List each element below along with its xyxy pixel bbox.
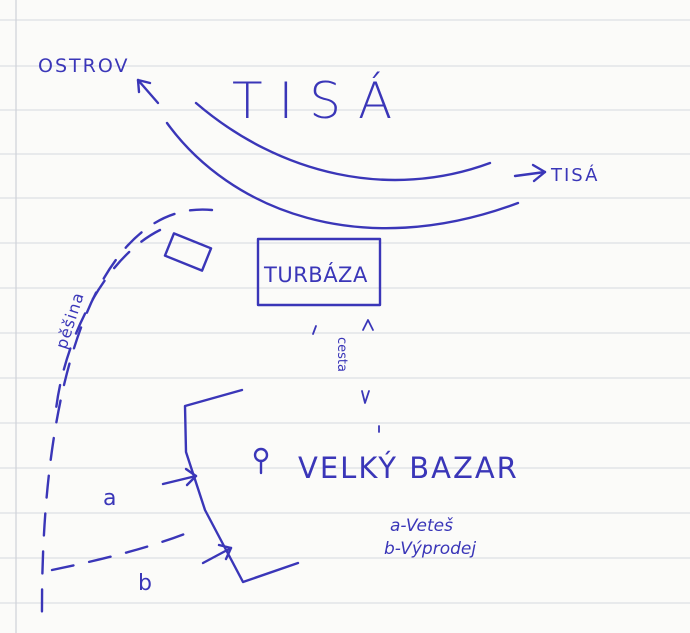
tisa-title: TISÁ — [232, 71, 408, 130]
turbaza-box — [256, 237, 382, 307]
ostrov-arrow — [136, 78, 160, 105]
legend-a: a-Veteš — [390, 516, 453, 536]
pesina-dashed-path-inner — [53, 228, 162, 422]
b-dashed-path — [50, 529, 194, 572]
ostrov-label: OSTROV — [38, 55, 129, 77]
location-pin-icon — [253, 447, 269, 475]
tisa-arrow-label: TISÁ — [550, 164, 599, 186]
entrance-b-label: b — [138, 571, 152, 596]
small-building — [163, 232, 213, 272]
tisa-arrow — [513, 163, 547, 183]
turbaza-label: TURBÁZA — [263, 262, 368, 287]
cesta-label: cesta — [334, 337, 349, 372]
legend: a-Veteš b-Výprodej — [384, 516, 476, 559]
cesta-path — [312, 319, 380, 433]
velky-bazar-label: VELKÝ BAZAR — [298, 451, 519, 485]
pesina-dashed-path — [40, 208, 214, 622]
road-inner-curve — [194, 101, 492, 182]
road-outer-curve — [165, 121, 520, 230]
entrance-a-label: a — [103, 486, 116, 511]
entrance-b-arrow — [201, 543, 233, 565]
legend-b: b-Výprodej — [384, 539, 476, 559]
bazar-outline — [183, 388, 300, 584]
entrance-a-arrow — [161, 467, 198, 487]
